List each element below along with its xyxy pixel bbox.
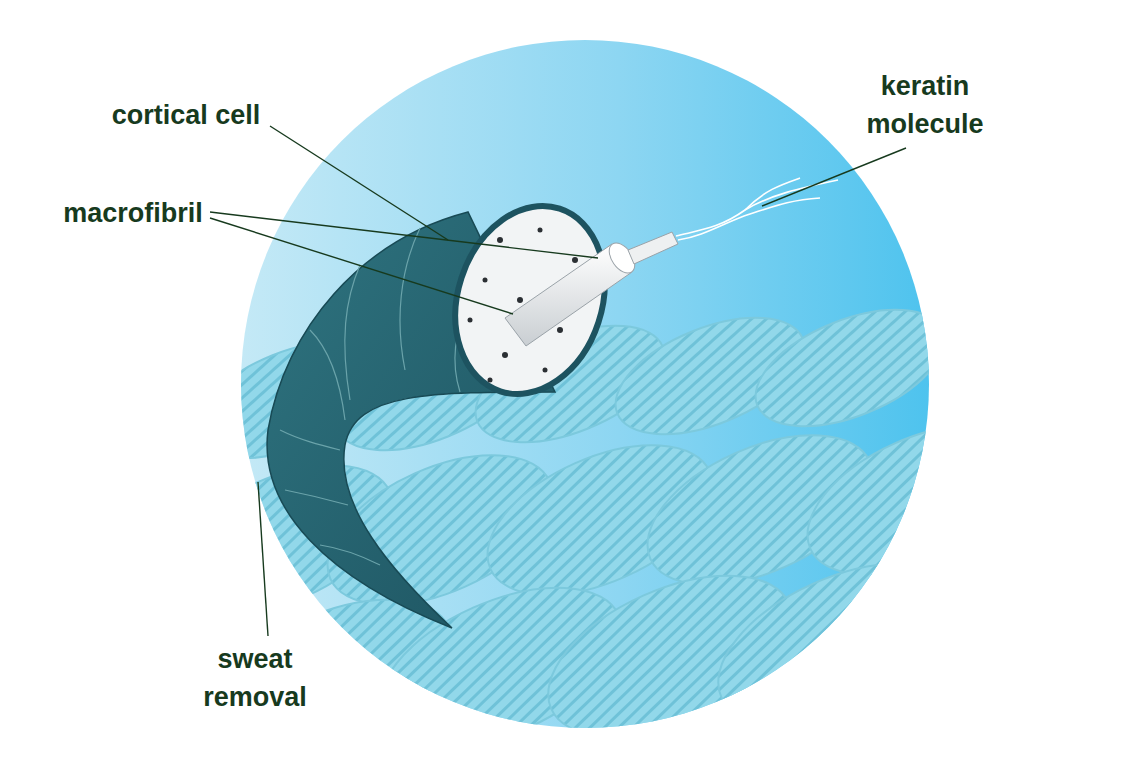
- part-label: keratin molecule: [850, 67, 1000, 143]
- rope-strands: [145, 286, 1055, 766]
- part-label: sweat removal: [185, 640, 325, 716]
- speckle: [497, 237, 503, 243]
- keratin-strand: [678, 198, 820, 240]
- leader-line: [210, 212, 598, 258]
- fiber-cross-section: [432, 186, 628, 413]
- speckle: [468, 318, 473, 323]
- speckle: [488, 378, 493, 383]
- speckle: [538, 228, 543, 233]
- speckle: [483, 278, 488, 283]
- scale-edge: [400, 228, 420, 370]
- speckle: [543, 368, 548, 373]
- speckle: [502, 352, 508, 358]
- cuticle-scales: [280, 228, 470, 565]
- speckle: [572, 257, 578, 263]
- keratin-strand: [676, 180, 838, 236]
- scale-edge: [285, 490, 348, 505]
- leader-line: [762, 148, 906, 206]
- keratin-strands: [676, 178, 838, 240]
- rope-twist: [785, 395, 1055, 606]
- rope-twist: [739, 286, 960, 450]
- microfibril: [628, 232, 678, 264]
- scale-edge: [280, 430, 340, 450]
- part-label: macrofibril: [43, 194, 223, 232]
- speckle: [517, 297, 523, 303]
- scale-edge: [345, 265, 360, 400]
- rope-twist: [694, 531, 985, 757]
- scale-edge: [310, 330, 345, 420]
- leader-lines: [210, 126, 906, 636]
- leader-line: [210, 218, 513, 314]
- leader-line: [258, 482, 268, 636]
- part-label: cortical cell: [86, 96, 286, 134]
- yarn-rope: [145, 286, 1055, 766]
- scale-edge: [320, 545, 380, 565]
- speckle: [557, 327, 563, 333]
